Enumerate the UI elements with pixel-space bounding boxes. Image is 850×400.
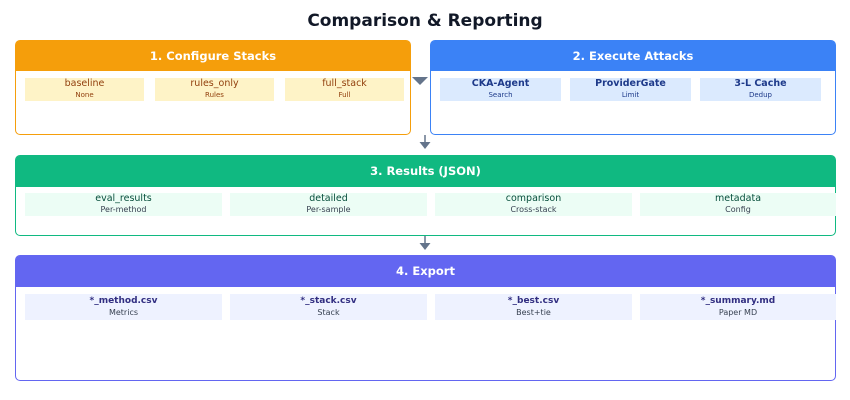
results-json-header: 3. Results (JSON) [16, 156, 835, 187]
page-title: Comparison & Reporting [307, 11, 543, 31]
stack-card-rules-only: rules_only Rules [155, 78, 274, 101]
attack-card-name: ProviderGate [595, 78, 666, 89]
result-card-sub: Per-sample [306, 205, 351, 214]
results-json-panel: 3. Results (JSON) eval_results Per-metho… [15, 155, 836, 236]
export-card-sub: Paper MD [718, 308, 758, 317]
attack-card-cka-agent: CKA-Agent Search [440, 78, 561, 101]
attack-card-sub: Search [488, 91, 513, 99]
export-card-sub: Metrics [108, 308, 139, 317]
attack-card-name: 3-L Cache [734, 78, 787, 89]
attack-card-providergate: ProviderGate Limit [570, 78, 691, 101]
stack-card-sub: None [75, 91, 94, 99]
export-card-stack-csv: *_stack.csv Stack [230, 294, 427, 320]
arrow-configure-to-execute [412, 77, 428, 85]
export-card-sub: Stack [317, 308, 340, 317]
stack-card-sub: Rules [205, 91, 224, 99]
result-card-metadata: metadata Config [640, 193, 836, 216]
export-card-summary-md: *_summary.md Paper MD [640, 294, 836, 320]
result-card-name: comparison [505, 193, 562, 204]
result-card-name: detailed [309, 193, 348, 204]
export-panel: 4. Export *_method.csv Metrics *_stack.c… [15, 255, 836, 381]
arrow-execute-to-results [419, 135, 431, 149]
execute-attacks-panel: 2. Execute Attacks CKA-Agent Search Prov… [430, 40, 836, 135]
export-card-name: *_stack.csv [300, 296, 357, 306]
result-card-sub: Cross-stack [510, 205, 557, 214]
result-card-name: metadata [714, 193, 762, 204]
export-card-name: *_best.csv [507, 296, 560, 306]
attack-card-sub: Dedup [748, 91, 773, 99]
attack-card-name: CKA-Agent [471, 78, 530, 89]
attack-card-sub: Limit [621, 91, 640, 99]
attack-card-3l-cache: 3-L Cache Dedup [700, 78, 821, 101]
configure-stacks-panel: 1. Configure Stacks baseline None rules_… [15, 40, 411, 135]
export-card-method-csv: *_method.csv Metrics [25, 294, 222, 320]
result-card-name: eval_results [95, 193, 152, 204]
configure-stacks-header: 1. Configure Stacks [16, 41, 410, 71]
result-card-sub: Config [725, 205, 751, 214]
arrow-results-to-export [419, 236, 431, 250]
export-card-sub: Best+tie [516, 308, 551, 317]
stack-card-baseline: baseline None [25, 78, 144, 101]
export-card-name: *_method.csv [89, 296, 158, 306]
result-card-sub: Per-method [100, 205, 147, 214]
result-card-comparison: comparison Cross-stack [435, 193, 632, 216]
stack-card-sub: Full [338, 91, 351, 99]
stack-card-full-stack: full_stack Full [285, 78, 404, 101]
export-header: 4. Export [16, 256, 835, 287]
export-card-name: *_summary.md [700, 296, 776, 306]
stack-card-name: baseline [64, 78, 105, 89]
export-card-best-csv: *_best.csv Best+tie [435, 294, 632, 320]
result-card-detailed: detailed Per-sample [230, 193, 427, 216]
result-card-eval-results: eval_results Per-method [25, 193, 222, 216]
stack-card-name: full_stack [322, 78, 367, 89]
stack-card-name: rules_only [190, 78, 239, 89]
execute-attacks-header: 2. Execute Attacks [431, 41, 835, 71]
